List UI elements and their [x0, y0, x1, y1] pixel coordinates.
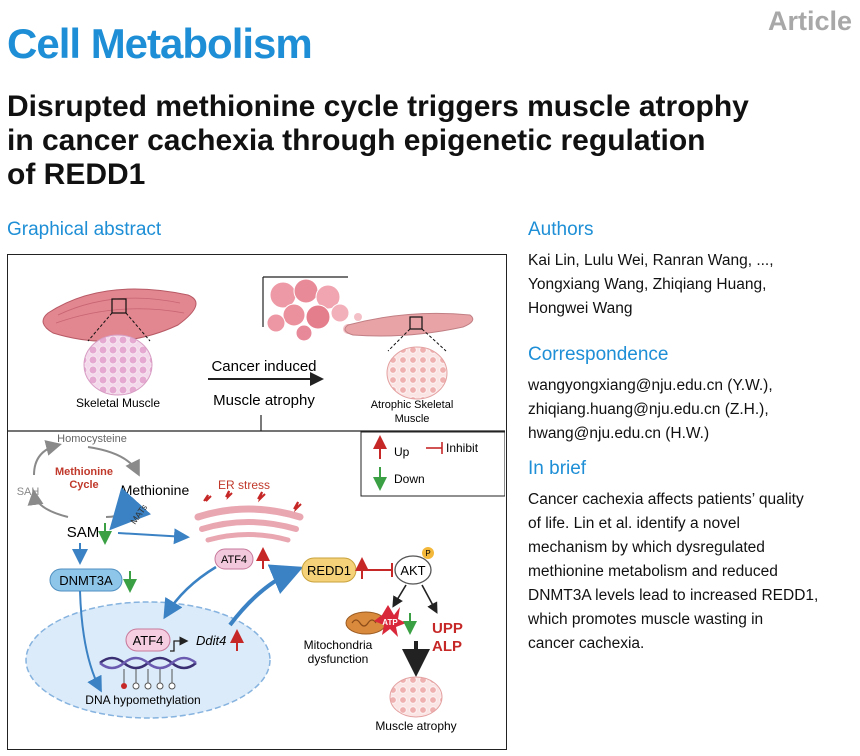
- authors-heading: Authors: [528, 219, 594, 240]
- skeletal-muscle-illustration: [42, 288, 197, 396]
- dna-helix-icon: [99, 656, 197, 690]
- skeletal-muscle-label: Skeletal Muscle: [76, 396, 160, 410]
- in-brief-text: Cancer cachexia affects patients’ qualit…: [528, 488, 856, 656]
- methionine-label: Methionine: [121, 482, 190, 498]
- cancer-induced-label: Cancer induced: [211, 358, 316, 375]
- cycle-label-1: Methionine: [55, 466, 113, 478]
- dna-hypomethylation-label: DNA hypomethylation: [85, 693, 200, 707]
- correspondence-heading: Correspondence: [528, 344, 669, 365]
- atp-burst-icon: [374, 605, 406, 637]
- sah-label: SAH: [17, 486, 40, 498]
- atrophic-muscle-label-2: Muscle: [395, 413, 430, 425]
- cycle-label-2: Cycle: [69, 479, 98, 491]
- graphical-abstract: Skeletal Muscle Cancer induced Muscle at…: [7, 254, 507, 750]
- atf4-nuclear-pill: [125, 628, 171, 652]
- authors-line: Kai Lin, Lulu Wei, Ranran Wang, ...,: [528, 252, 774, 269]
- in-brief-line: which promotes muscle wasting in: [528, 611, 764, 628]
- endoplasmic-reticulum-icon: [194, 490, 304, 543]
- akt-label: AKT: [400, 563, 425, 578]
- journal-name: Cell Metabolism: [7, 20, 313, 67]
- legend-inhibit-label: Inhibit: [446, 441, 479, 455]
- phospho-label: P: [425, 549, 430, 558]
- email-line[interactable]: zhiqiang.huang@nju.edu.cn (Z.H.),: [528, 401, 769, 418]
- in-brief-line: DNMT3A levels lead to increased REDD1,: [528, 587, 819, 604]
- mitochondria-label-1: Mitochondria: [304, 638, 373, 652]
- muscle-atrophy-arrow-label: Muscle atrophy: [213, 392, 315, 409]
- article-type-label: Article: [767, 6, 852, 36]
- title-line: Disrupted methionine cycle triggers musc…: [7, 90, 749, 123]
- authors-line: Hongwei Wang: [528, 300, 633, 317]
- nucleus: [25, 601, 271, 719]
- alp-label: ALP: [432, 638, 462, 655]
- mitochondria-label-2: dysfunction: [308, 652, 369, 666]
- authors-list: Kai Lin, Lulu Wei, Ranran Wang, ..., Yon…: [528, 249, 856, 321]
- dnmt3a-pill: [49, 568, 123, 592]
- muscle-atrophy-label: Muscle atrophy: [375, 719, 456, 733]
- email-line[interactable]: hwang@nju.edu.cn (H.W.): [528, 425, 710, 442]
- in-brief-line: methionine metabolism and reduced: [528, 563, 778, 580]
- in-brief-heading: In brief: [528, 458, 587, 479]
- legend-down-label: Down: [394, 472, 425, 486]
- homocysteine-label: Homocysteine: [57, 433, 127, 445]
- mitochondria-icon: [345, 611, 387, 635]
- in-brief-line: Cancer cachexia affects patients’ qualit…: [528, 491, 804, 508]
- er-stress-label: ER stress: [218, 478, 270, 492]
- correspondence-list: wangyongxiang@nju.edu.cn (Y.W.), zhiqian…: [528, 374, 856, 446]
- article-title: Disrupted methionine cycle triggers musc…: [7, 90, 855, 192]
- email-line[interactable]: wangyongxiang@nju.edu.cn (Y.W.),: [528, 377, 773, 394]
- legend: Up Inhibit Down: [360, 431, 506, 497]
- tumor-illustration: [262, 276, 362, 342]
- in-brief-line: of life. Lin et al. identify a novel: [528, 515, 740, 532]
- atf4-nuclear-label: ATF4: [133, 633, 164, 648]
- atf4-cyto-label: ATF4: [221, 554, 247, 566]
- sam-label: SAM: [67, 524, 100, 541]
- atp-label: ATP: [382, 618, 398, 627]
- phospho-badge: [422, 547, 434, 559]
- atrophic-muscle-label-1: Atrophic Skeletal: [371, 399, 454, 411]
- atf4-cyto-pill: [214, 548, 254, 570]
- upp-label: UPP: [432, 620, 463, 637]
- atrophic-muscle-illustration: [344, 312, 474, 400]
- in-brief-line: cancer cachexia.: [528, 635, 645, 652]
- redd1-label: REDD1: [307, 563, 351, 578]
- graphical-abstract-heading: Graphical abstract: [7, 219, 162, 240]
- ddit4-label: Ddit4: [196, 633, 226, 648]
- title-line: in cancer cachexia through epigenetic re…: [7, 124, 706, 157]
- in-brief-line: mechanism by which dysregulated: [528, 539, 765, 556]
- graphical-abstract-figure: Skeletal Muscle Cancer induced Muscle at…: [8, 276, 506, 733]
- dnmt3a-label: DNMT3A: [59, 573, 113, 588]
- title-line: of REDD1: [7, 158, 146, 191]
- legend-up-label: Up: [394, 445, 410, 459]
- atrophic-fiber-icon: [389, 676, 443, 718]
- akt-node: [394, 555, 432, 585]
- authors-line: Yongxiang Wang, Zhiqiang Huang,: [528, 276, 767, 293]
- mats-arrow: [109, 487, 151, 531]
